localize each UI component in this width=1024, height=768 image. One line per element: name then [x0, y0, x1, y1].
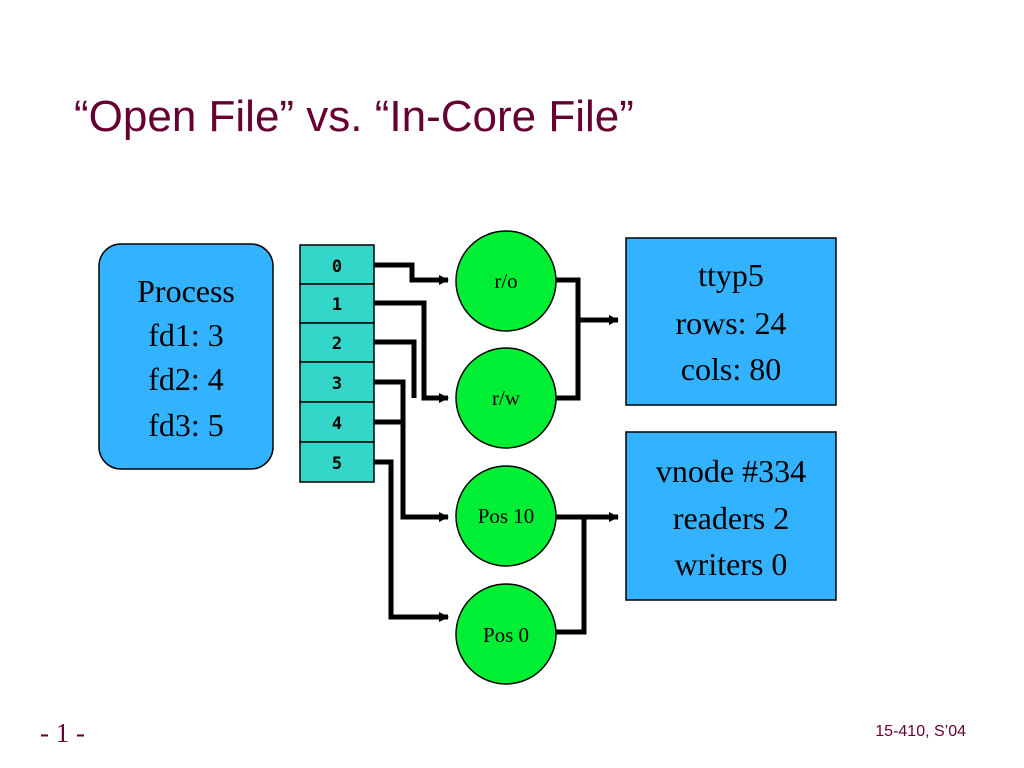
course-id: 15-410, S’04 [875, 723, 966, 740]
arrow-fd2-to-rw [374, 339, 417, 398]
arrow-pos0-to-vnode [556, 517, 587, 635]
incore-file-ttyp5: ttyp5 rows: 24 cols: 80 [625, 237, 837, 406]
fd-label: 2 [332, 334, 342, 354]
incore-file-vnode: vnode #334 readers 2 writers 0 [625, 431, 837, 601]
incore-line: rows: 24 [675, 305, 786, 341]
fd-cell [299, 361, 375, 403]
incore-line: cols: 80 [681, 351, 781, 387]
fd-table: 0 1 2 3 4 5 [299, 244, 375, 483]
open-file-label: Pos 10 [478, 504, 535, 528]
fd-cell [299, 441, 375, 483]
process-box: Process fd1: 3 fd2: 4 fd3: 5 [98, 243, 274, 470]
fd-label: 1 [332, 295, 342, 315]
slide-title: “Open File” vs. “In-Core File” [74, 92, 634, 141]
process-line: fd2: 4 [148, 361, 224, 397]
open-file-circle [455, 583, 557, 685]
process-line: Process [137, 273, 235, 309]
open-file-circle [455, 347, 557, 449]
incore-line: vnode #334 [656, 453, 806, 489]
open-file-label: Pos 0 [483, 623, 529, 647]
process-line: fd1: 3 [148, 317, 224, 353]
connectors [374, 262, 619, 635]
incore-line: ttyp5 [698, 257, 764, 293]
incore-line: writers 0 [675, 546, 788, 582]
fd-label: 4 [332, 414, 342, 434]
arrow-fd0-to-ro [374, 262, 449, 285]
arrow-ro-to-ttyp5 [556, 277, 581, 401]
fd-cell [299, 401, 375, 443]
incore-line: readers 2 [673, 500, 789, 536]
arrow-fd3-to-pos10 [374, 379, 449, 522]
open-file-circle [455, 465, 557, 567]
arrow-fd5-to-pos0 [374, 459, 449, 622]
open-file-circle [455, 230, 557, 332]
fd-label: 0 [332, 257, 342, 277]
arrow-fd1-to-rw [374, 300, 449, 403]
open-file-label: r/o [494, 269, 517, 293]
page-number: - 1 - [40, 718, 85, 748]
open-file-objects: r/o r/w Pos 10 Pos 0 [455, 230, 557, 685]
open-file-label: r/w [492, 386, 521, 410]
process-line: fd3: 5 [148, 407, 224, 443]
fd-label: 3 [332, 374, 342, 394]
fd-label: 5 [332, 454, 342, 474]
